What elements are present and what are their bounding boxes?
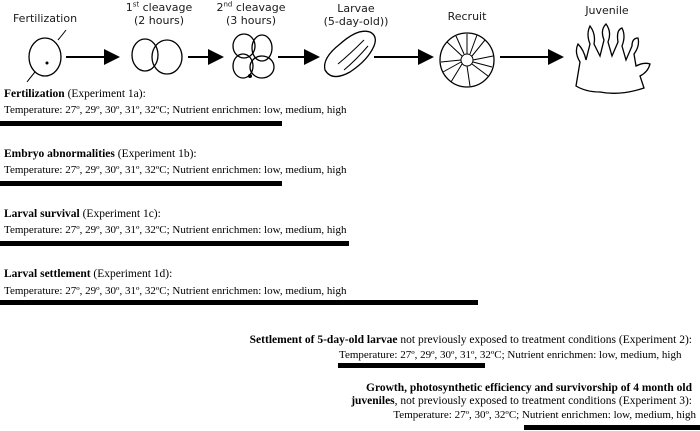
recruit-icon [439,32,495,88]
experiment-1a-title: Fertilization (Experiment 1a): [4,88,146,100]
experiment-2-title: Settlement of 5-day-old larvae not previ… [249,334,692,346]
stage-label-first-cleavage: 1st cleavage (2 hours) [125,0,193,27]
stage-label-recruit: Recruit [447,10,487,23]
stage-label-larvae: Larvae (5-day-old)) [323,2,389,28]
stage-label-fertilization: Fertilization [12,12,78,25]
experiment-2-conditions: Temperature: 27º, 29º, 30º, 31º, 32ºC; N… [339,349,682,361]
experiment-3-conditions: Temperature: 27º, 30º, 32ºC; Nutrient en… [393,409,696,421]
four-cell-embryo-icon [232,33,275,79]
experiment-1d-title: Larval settlement (Experiment 1d): [4,268,173,280]
experiment-1c-conditions: Temperature: 27º, 29º, 30º, 31º, 32ºC; N… [4,224,347,236]
experiment-1d-conditions: Temperature: 27º, 29º, 30º, 31º, 32ºC; N… [4,285,347,297]
stage-label-juvenile: Juvenile [585,4,629,17]
larva-icon [323,30,376,78]
two-cell-embryo-icon [131,38,183,75]
experiment-1b-bar [0,181,282,186]
experiment-1b-conditions: Temperature: 27º, 29º, 30º, 31º, 32ºC; N… [4,164,347,176]
experiment-2-bar [338,363,485,368]
experiment-1c-bar [0,241,349,246]
stage-label-second-cleavage: 2nd cleavage (3 hours) [216,0,286,27]
experiment-1c-title: Larval survival (Experiment 1c): [4,208,161,220]
experiment-1d-bar [0,300,478,305]
life-cycle-illustrations [26,23,651,94]
experiment-3-title-line2: juveniles, not previously exposed to tre… [351,395,692,407]
experiment-1a-conditions: Temperature: 27º, 29º, 30º, 31º, 32ºC; N… [4,104,347,116]
experiment-3-bar [524,425,700,430]
experiment-1b-title: Embryo abnormalities (Experiment 1b): [4,148,197,160]
juvenile-icon [575,23,651,94]
experiment-1a-bar [0,121,282,126]
experiment-3-title-line1: Growth, photosynthetic efficiency and su… [366,382,692,394]
fertilized-egg-icon [26,29,67,83]
